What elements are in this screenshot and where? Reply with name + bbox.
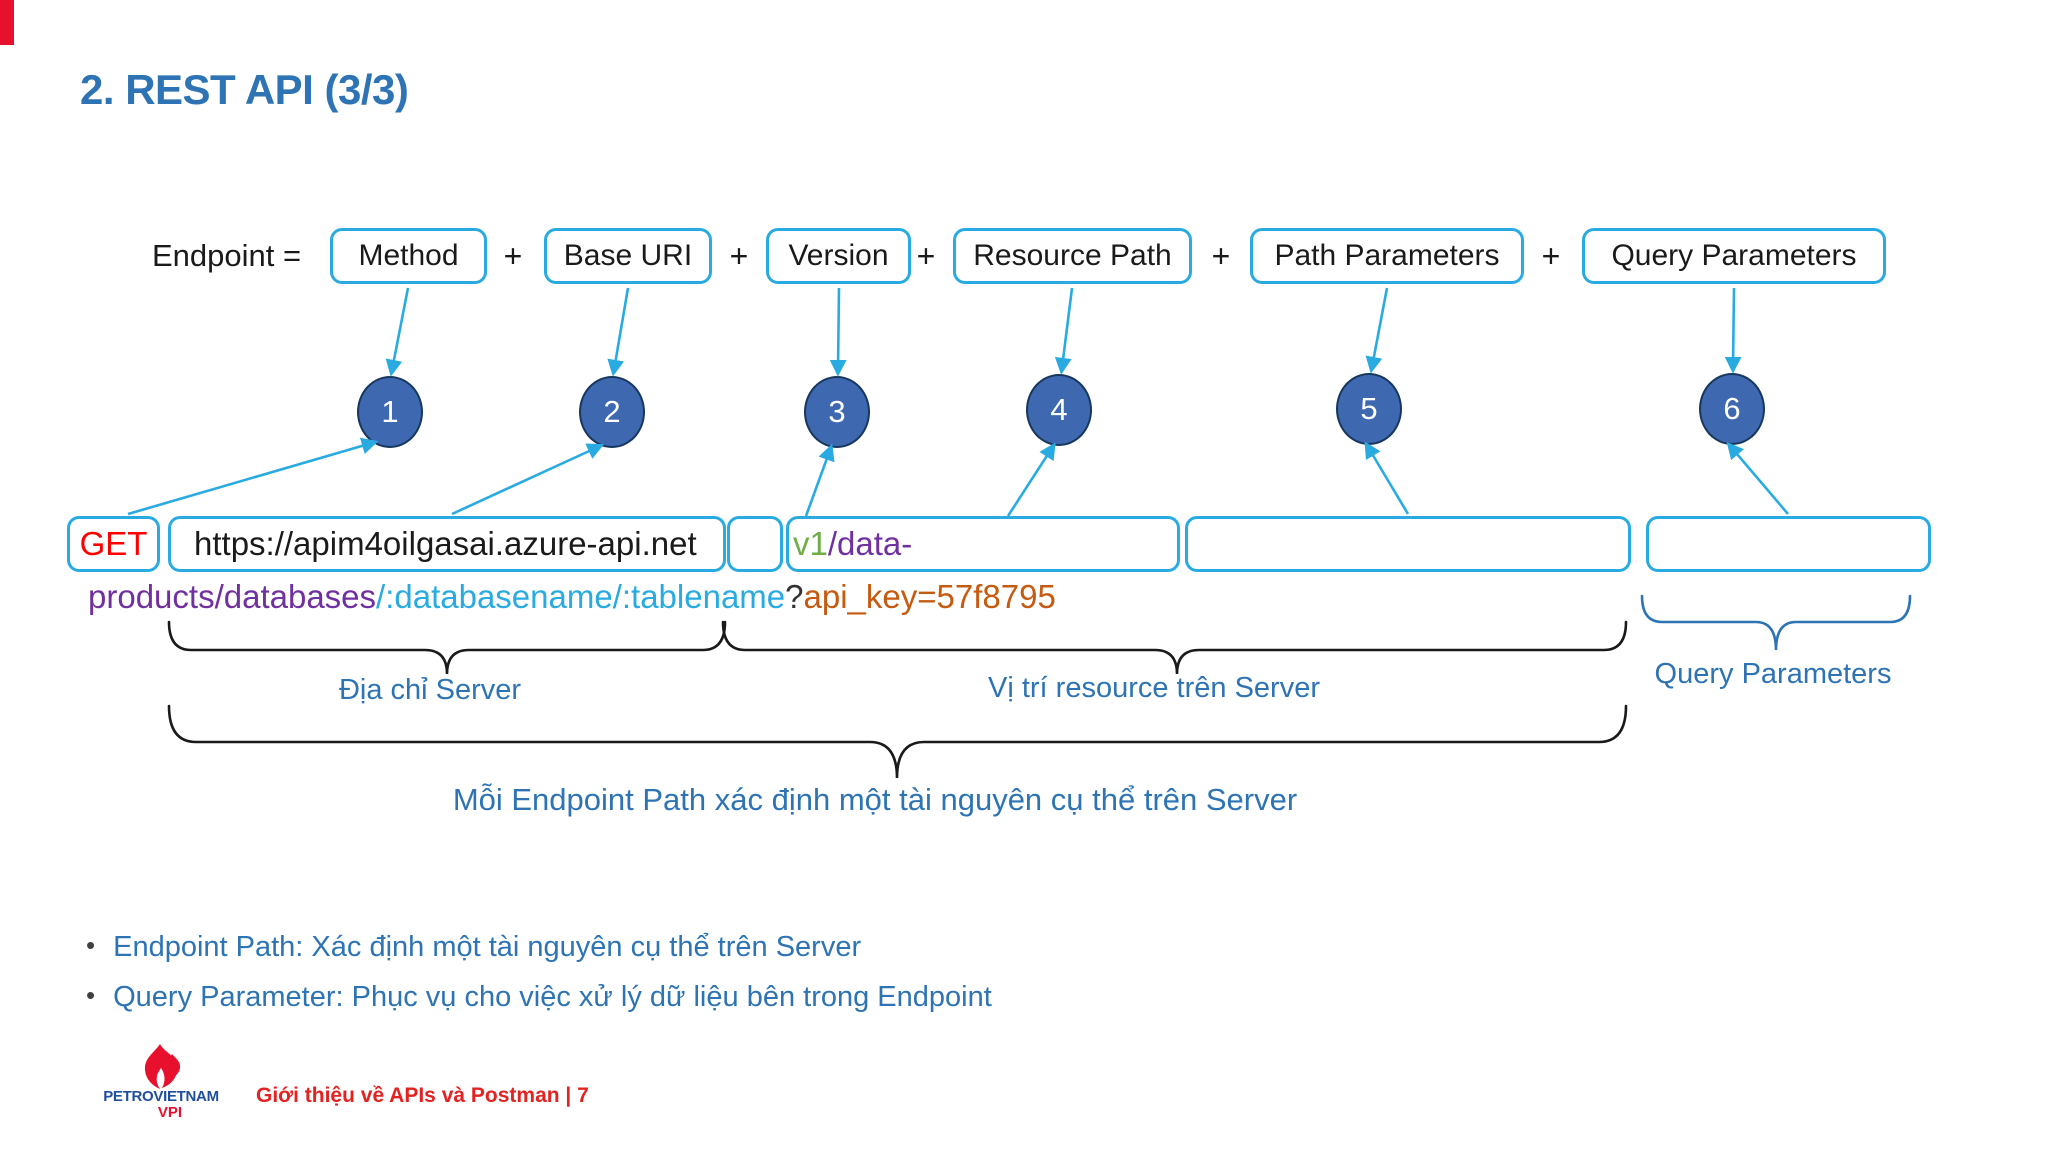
url-path-parameters-box xyxy=(1185,516,1631,572)
url-path-params-text: /:databasename/:tablename xyxy=(376,578,786,615)
bullet-item: • Query Parameter: Phục vụ cho việc xử lý… xyxy=(86,980,992,1014)
url-version-text: v1/data- xyxy=(793,516,912,572)
arrow-v1-to-3 xyxy=(804,443,835,517)
petrovietnam-flame-icon xyxy=(144,1044,181,1089)
arrow-box6-to-6 xyxy=(1726,441,1789,515)
arrow-get-to-1 xyxy=(127,437,379,516)
label-resource-location: Vị trí resource trên Server xyxy=(988,672,1320,704)
formula-box-method: Method xyxy=(330,228,487,284)
plus-sign: + xyxy=(1211,238,1231,274)
bullet-item: • Endpoint Path: Xác định một tài nguyên … xyxy=(86,930,861,964)
corner-accent-bar xyxy=(0,0,14,45)
bullet-text-endpoint-path: Endpoint Path: Xác định một tài nguyên c… xyxy=(113,931,862,963)
formula-box-path-parameters: Path Parameters xyxy=(1250,228,1524,284)
url-question-mark: ? xyxy=(785,578,804,615)
arrow-resourcepath-to-4 xyxy=(1054,287,1074,375)
bullet-text-query-parameter: Query Parameter: Phục vụ cho việc xử lý … xyxy=(113,981,992,1013)
url-path-start: /data- xyxy=(827,525,913,562)
brace-query-parameters xyxy=(1640,594,1912,651)
plus-sign: + xyxy=(916,238,936,274)
marker-circle-2: 2 xyxy=(579,376,645,448)
brand-vpi: VPI xyxy=(157,1104,183,1121)
arrow-version-to-3 xyxy=(829,287,847,377)
url-resource-path-text: products/databases xyxy=(88,578,377,615)
url-line2: products/databases/:databasename/:tablen… xyxy=(88,572,1056,622)
formula-box-query-parameters: Query Parameters xyxy=(1582,228,1886,284)
brace-resource-location xyxy=(721,620,1628,675)
marker-circle-3: 3 xyxy=(804,376,870,448)
url-method-box: GET xyxy=(67,516,160,572)
arrow-path-to-4 xyxy=(1006,442,1056,517)
marker-circle-1: 1 xyxy=(357,376,423,448)
label-endpoint-note: Mỗi Endpoint Path xác định một tài nguyê… xyxy=(452,782,1298,817)
bullet-dot: • xyxy=(86,930,96,960)
marker-circle-5: 5 xyxy=(1336,373,1402,445)
arrow-pathparams-to-5 xyxy=(1365,287,1389,374)
formula-box-base-uri: Base URI xyxy=(544,228,712,284)
url-query-string-text: api_key=57f8795 xyxy=(803,578,1056,615)
arrow-box5-to-5 xyxy=(1364,441,1410,515)
url-host-box xyxy=(168,516,726,572)
page-title: 2. REST API (3/3) xyxy=(80,66,409,113)
url-host-net-box xyxy=(727,516,783,572)
formula-box-version: Version xyxy=(766,228,911,284)
bullet-dot: • xyxy=(86,980,96,1010)
footer-page-text: Giới thiệu về APIs và Postman | 7 xyxy=(256,1084,589,1107)
endpoint-formula-prefix: Endpoint = xyxy=(152,238,302,273)
brand-petrovietnam: PETROVIETNAM xyxy=(103,1088,219,1105)
plus-sign: + xyxy=(1541,238,1561,274)
arrow-host-to-2 xyxy=(451,443,605,516)
url-query-parameters-box xyxy=(1646,516,1931,572)
marker-circle-6: 6 xyxy=(1699,373,1765,445)
plus-sign: + xyxy=(503,238,523,274)
url-version-value: v1 xyxy=(793,525,828,562)
brace-endpoint-path xyxy=(167,704,1628,779)
arrow-method-to-1 xyxy=(385,287,410,377)
label-query-parameters: Query Parameters xyxy=(1654,658,1892,690)
url-host-text: https://apim4oilgasai.azure-api.net xyxy=(194,525,697,562)
plus-sign: + xyxy=(729,238,749,274)
marker-circle-4: 4 xyxy=(1026,374,1092,446)
arrow-queryparams-to-6 xyxy=(1724,287,1742,374)
url-version-box xyxy=(786,516,1180,572)
label-server-address: Địa chỉ Server xyxy=(338,674,522,706)
arrow-baseuri-to-2 xyxy=(607,287,630,377)
formula-box-resource-path: Resource Path xyxy=(953,228,1192,284)
brace-server-address xyxy=(167,620,727,675)
